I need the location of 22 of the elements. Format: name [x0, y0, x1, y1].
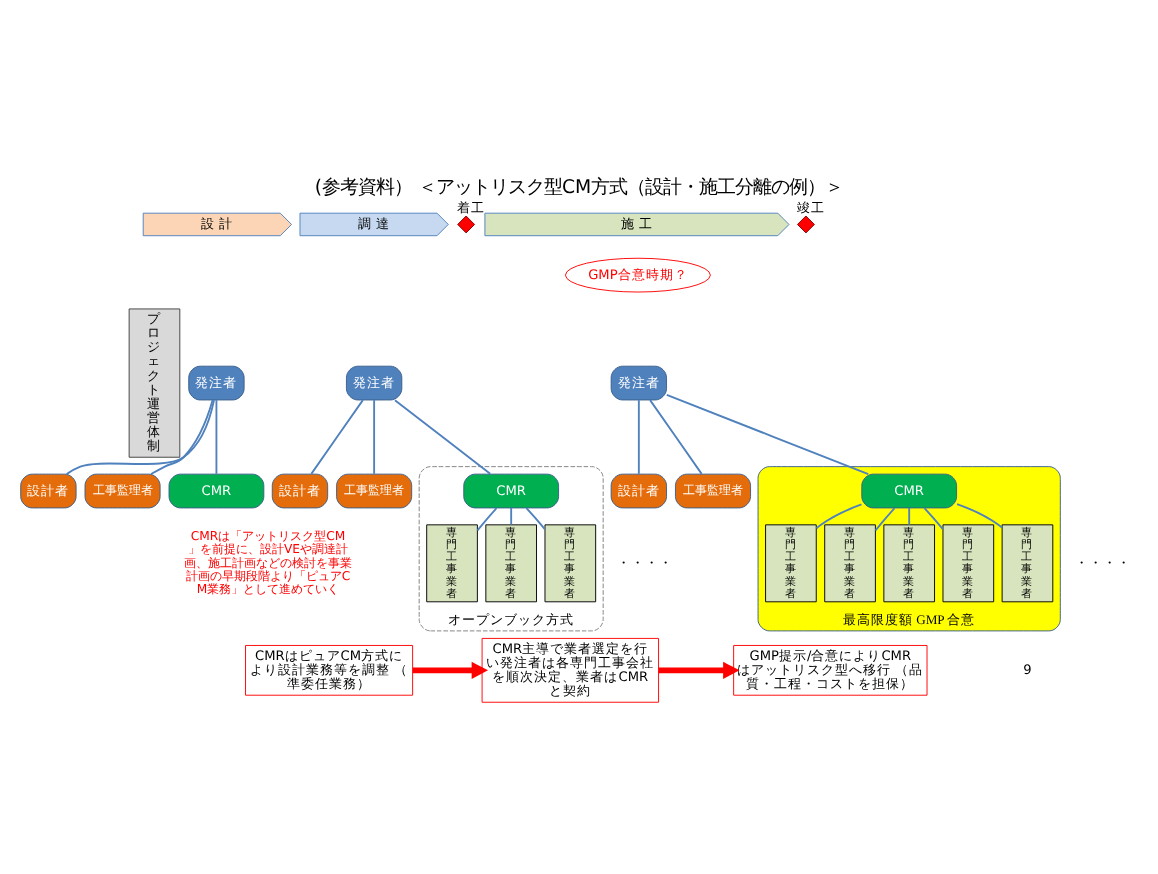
node-diamond: [797, 214, 815, 233]
arrow: [658, 660, 740, 678]
connector: [525, 506, 546, 530]
connector: [908, 506, 911, 525]
connector: [394, 398, 492, 474]
connector: [373, 398, 376, 474]
connector: [510, 506, 513, 525]
connector: [665, 393, 870, 474]
connector: [65, 398, 215, 475]
connector: [310, 398, 364, 474]
diagram-title: (参考資料） ＜アットリスク型CM方式（設計・施工分離の例）＞: [314, 175, 844, 198]
connector: [956, 502, 1003, 528]
arrow: [412, 660, 489, 678]
connector: [649, 398, 703, 474]
connector: [476, 506, 498, 531]
connector: [874, 506, 896, 531]
connector: [215, 398, 218, 474]
connector: [923, 506, 944, 530]
connector: [150, 398, 214, 474]
connector: [637, 398, 640, 474]
connector: [815, 502, 863, 529]
node-diamond: [457, 214, 476, 233]
